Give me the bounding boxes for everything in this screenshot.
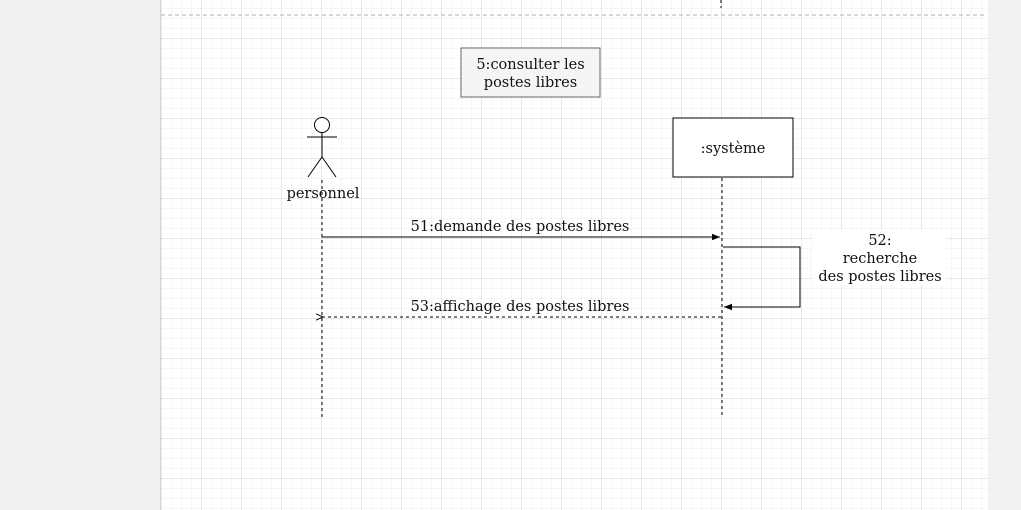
message-51[interactable]: 51:demande des postes libres [322, 219, 720, 241]
actor-head [314, 117, 330, 133]
actor-left-leg [307, 156, 323, 178]
message-53-label: 53:affichage des postes libres [411, 299, 630, 315]
right-gutter [988, 0, 1021, 510]
message-51-label: 51:demande des postes libres [411, 219, 630, 235]
message-52-arrow [723, 246, 801, 311]
actor-right-leg [321, 156, 337, 178]
actor-label: personnel [287, 186, 360, 202]
use-case-note-line1: 5:consulter les [476, 57, 584, 73]
message-52-label-line3: des postes libres [818, 269, 941, 285]
message-52-label-line1: 52: [868, 233, 891, 249]
message-52-label-line2: recherche [843, 251, 918, 267]
actor-personnel[interactable] [307, 117, 337, 178]
system-lifeline-label: :système [701, 141, 766, 157]
use-case-note-line2: postes libres [484, 75, 577, 91]
message-52-label-bg [812, 229, 946, 285]
message-53-return[interactable]: 53:affichage des postes libres [323, 299, 721, 317]
message-52-self[interactable]: 52: recherche des postes libres [723, 229, 946, 311]
system-lifeline-head[interactable]: :système [672, 117, 794, 178]
use-case-note[interactable]: 5:consulter les postes libres [460, 47, 601, 98]
